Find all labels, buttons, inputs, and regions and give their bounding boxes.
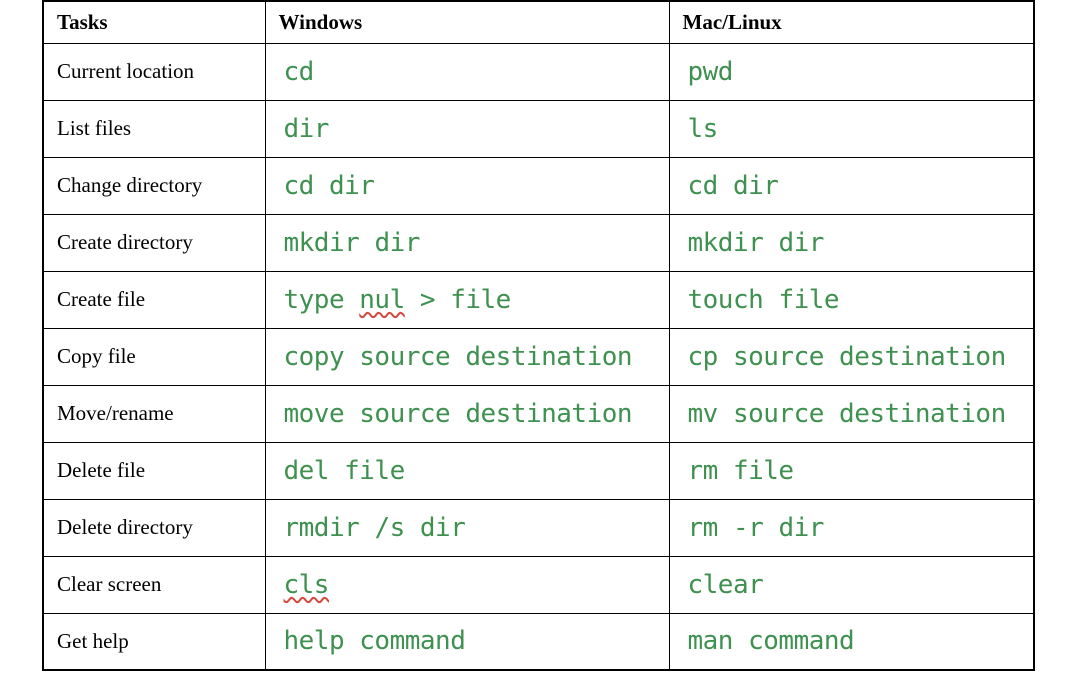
mac-command-cell[interactable]: touch file — [668, 270, 1035, 329]
header-tasks[interactable]: Tasks — [42, 0, 266, 44]
table-row: List files dir ls — [42, 99, 1035, 158]
misspelled-word: cls — [283, 569, 330, 600]
table-row: Change directory cd dir cd dir — [42, 156, 1035, 215]
task-cell[interactable]: Change directory — [42, 156, 266, 215]
task-cell[interactable]: Clear screen — [42, 555, 266, 614]
mac-command-cell[interactable]: cd dir — [668, 156, 1035, 215]
task-cell[interactable]: Current location — [42, 42, 266, 101]
windows-command-cell[interactable]: type nul > file — [264, 270, 670, 329]
task-cell[interactable]: Delete file — [42, 441, 266, 500]
task-cell[interactable]: Create file — [42, 270, 266, 329]
windows-command-cell[interactable]: move source destination — [264, 384, 670, 443]
mac-command-cell[interactable]: man command — [668, 612, 1035, 671]
table-row: Current location cd pwd — [42, 42, 1035, 101]
mac-command-cell[interactable]: ls — [668, 99, 1035, 158]
table-row: Move/rename move source destination mv s… — [42, 384, 1035, 443]
mac-command-cell[interactable]: clear — [668, 555, 1035, 614]
windows-command-cell[interactable]: del file — [264, 441, 670, 500]
misspelled-word: nul — [359, 284, 405, 315]
windows-command-cell[interactable]: dir — [264, 99, 670, 158]
mac-command-cell[interactable]: cp source destination — [668, 327, 1035, 386]
mac-command-cell[interactable]: mkdir dir — [668, 213, 1035, 272]
table-body: Current location cd pwd List files dir l… — [42, 42, 1035, 671]
table-row: Copy file copy source destination cp sou… — [42, 327, 1035, 386]
task-cell[interactable]: Get help — [42, 612, 266, 671]
windows-command-cell[interactable]: help command — [264, 612, 670, 671]
windows-command-cell[interactable]: copy source destination — [264, 327, 670, 386]
task-cell[interactable]: Create directory — [42, 213, 266, 272]
mac-command-cell[interactable]: rm -r dir — [668, 498, 1035, 557]
task-cell[interactable]: Delete directory — [42, 498, 266, 557]
windows-command-cell[interactable]: rmdir /s dir — [264, 498, 670, 557]
mac-command-cell[interactable]: pwd — [668, 42, 1035, 101]
header-windows[interactable]: Windows — [264, 0, 670, 44]
windows-command-cell[interactable]: cd dir — [264, 156, 670, 215]
table-row: Clear screen cls clear — [42, 555, 1035, 614]
task-cell[interactable]: Copy file — [42, 327, 266, 386]
windows-command-cell[interactable]: cd — [264, 42, 670, 101]
header-row: Tasks Windows Mac/Linux — [42, 0, 1035, 44]
table-row: Get help help command man command — [42, 612, 1035, 671]
task-cell[interactable]: List files — [42, 99, 266, 158]
table-row: Create directory mkdir dir mkdir dir — [42, 213, 1035, 272]
command-comparison-table: Tasks Windows Mac/Linux Current location… — [42, 0, 1035, 671]
mac-command-cell[interactable]: mv source destination — [668, 384, 1035, 443]
table-row: Create file type nul > file touch file — [42, 270, 1035, 329]
mac-command-cell[interactable]: rm file — [668, 441, 1035, 500]
table-row: Delete directory rmdir /s dir rm -r dir — [42, 498, 1035, 557]
windows-command-cell[interactable]: cls — [264, 555, 670, 614]
windows-command-cell[interactable]: mkdir dir — [264, 213, 670, 272]
task-cell[interactable]: Move/rename — [42, 384, 266, 443]
table-row: Delete file del file rm file — [42, 441, 1035, 500]
header-mac-linux[interactable]: Mac/Linux — [668, 0, 1035, 44]
